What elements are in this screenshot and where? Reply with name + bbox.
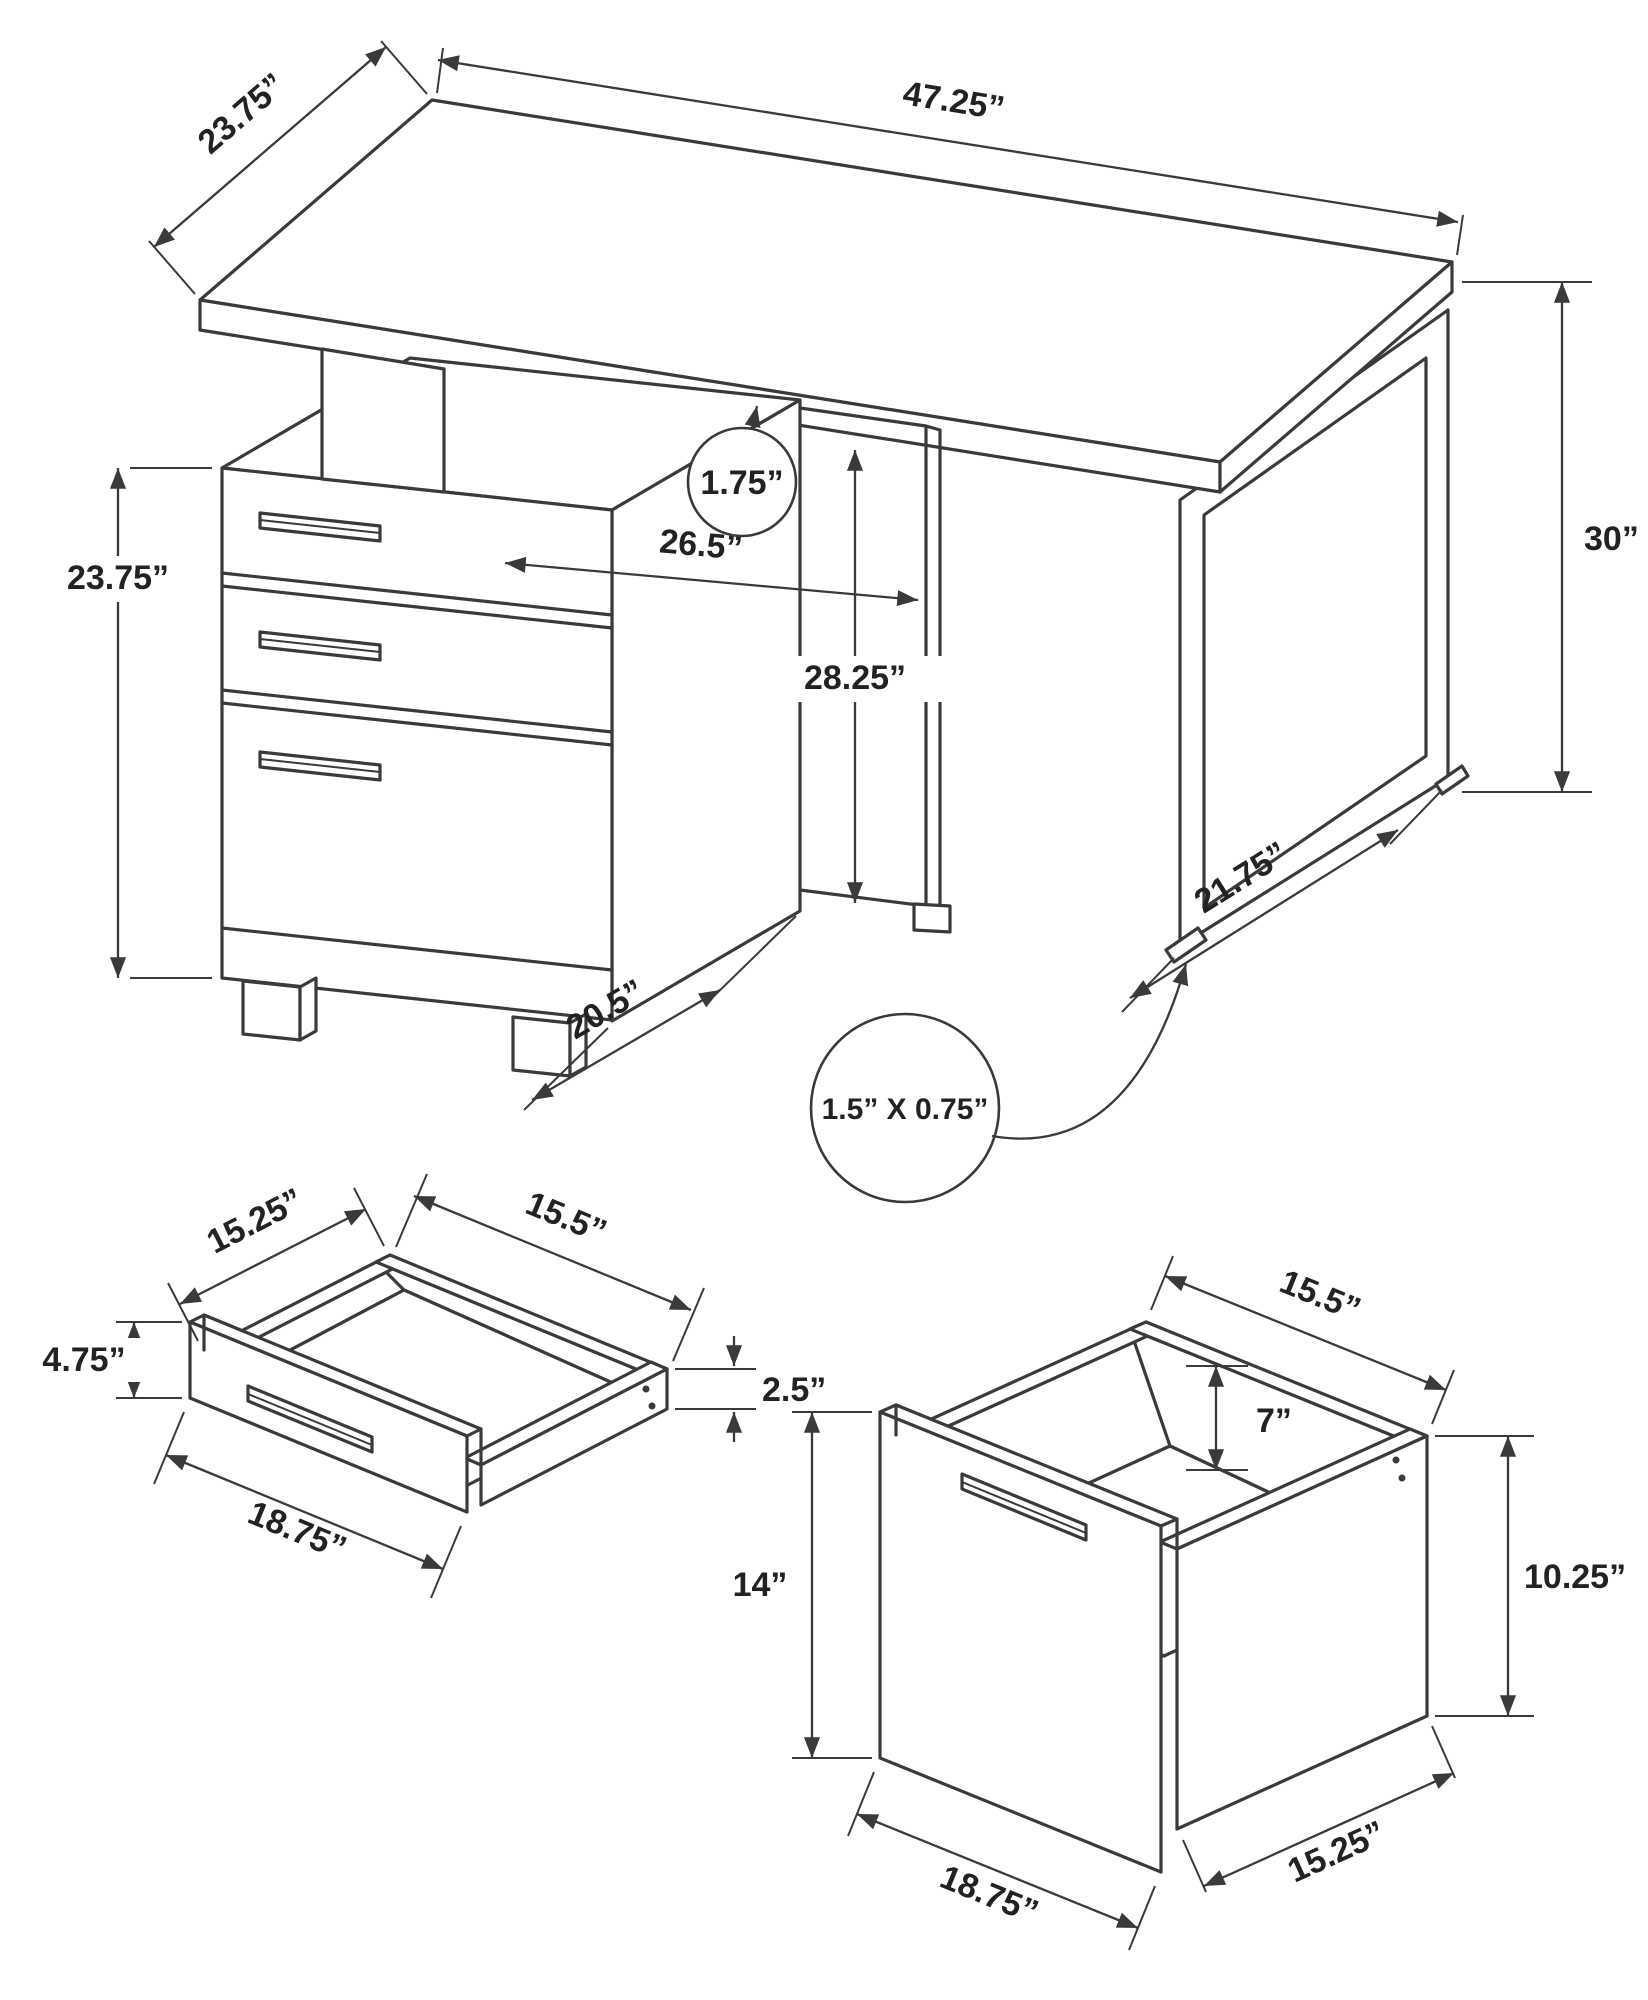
dim-label-small-front-height: 4.75” [42,1341,125,1379]
desk-drawing: 23.75” 47.25” 30” 23.75” 26.5” 28.25” [44,40,1639,1204]
small-drawer-drawing: 15.25” 15.5” 4.75” 2.5” 18.75” [24,1173,826,1599]
file-drawer-drawing: 15.5” 7” 14” 10.25” 18.75” 15.25” [733,1255,1626,1951]
dim-label-file-inner-height: 7” [1256,1402,1292,1440]
screw-dot [1398,1474,1406,1482]
screw-dot [642,1385,650,1393]
panel-foot [912,902,952,934]
dim-label-file-front-height: 14” [733,1566,788,1604]
drawer-divider-lines [220,571,614,972]
dim-label-overall-height: 30” [1584,520,1639,558]
screw-dot [1392,1456,1400,1464]
thickness-callout-circle [686,426,798,538]
dim-label-top-thickness: 1.75” [700,464,783,502]
dim-label-file-side-height: 10.25” [1524,1558,1626,1596]
desk-support-bracket [320,347,446,494]
file-drawer-front [878,1403,1406,1874]
pedestal-front [220,466,614,1022]
drawer-handle-1 [258,511,382,543]
small-drawer-handle [246,1384,374,1454]
dim-label-clearance-height: 28.25” [804,659,906,697]
panel-front-face [878,1410,1163,1874]
right-outer-wall [479,1367,669,1507]
right-outer-wall [1175,1434,1429,1831]
drawer-handle-2 [258,630,382,662]
dim-label-small-side-height: 2.5” [762,1371,826,1409]
drawer-handle-3 [258,750,382,782]
dim-label-leg-tube: 1.5” X 0.75” [822,1093,989,1126]
screw-dot [648,1402,656,1410]
tube-callout-circle [809,1012,1001,1204]
dim-label-pedestal-height: 23.75” [67,559,169,597]
file-drawer-handle [960,1472,1088,1542]
